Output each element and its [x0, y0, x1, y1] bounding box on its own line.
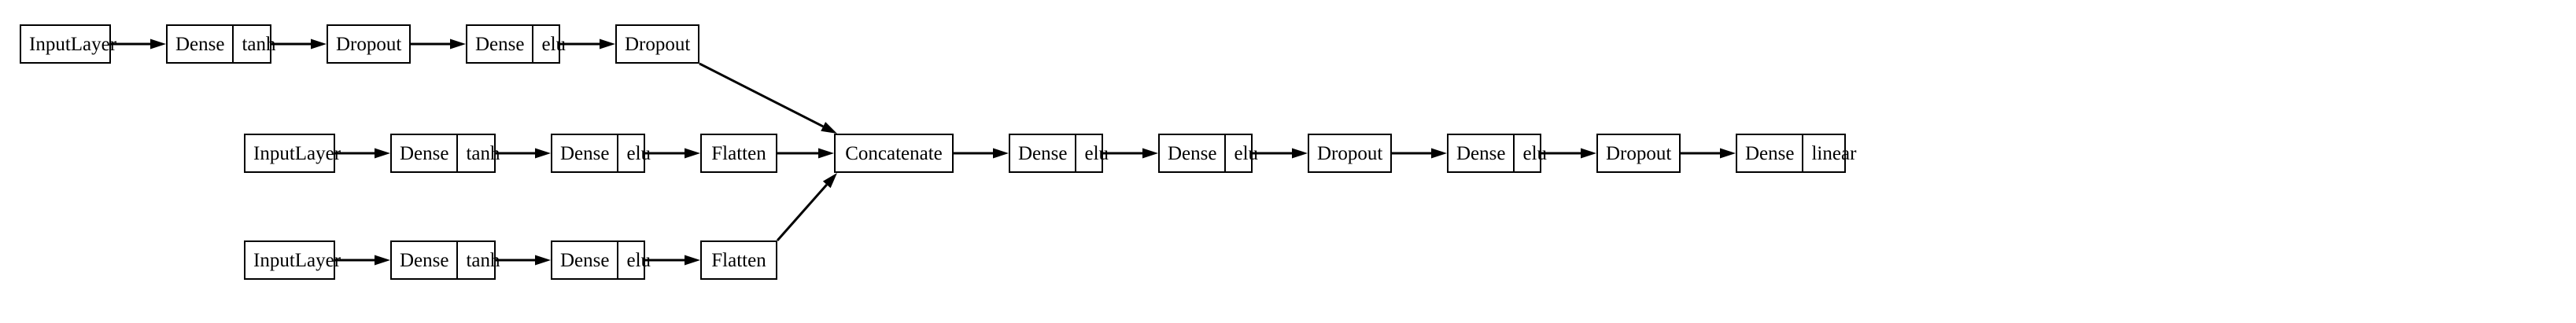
node-layer-name: Dense — [475, 33, 525, 55]
node-layer-name: Dense — [400, 142, 449, 164]
node-layer-name: Dropout — [336, 33, 402, 55]
edge-drop1-to-d2 — [411, 39, 466, 50]
node-layer-name: InputLayer — [29, 33, 117, 55]
node-layer-name: Dense — [400, 249, 449, 271]
node-fl2[interactable]: Flatten — [700, 240, 777, 280]
edge-drop2-to-concat — [699, 62, 837, 134]
edge-fl2-to-concat — [776, 173, 837, 241]
edge-arrowhead — [1292, 148, 1308, 159]
node-activation-name: elu — [532, 26, 574, 62]
node-layer-name: Dense — [1745, 142, 1795, 164]
node-layer-name: Flatten — [711, 142, 766, 164]
node-drop3[interactable]: Dropout — [1308, 134, 1392, 173]
edge-arrowhead — [450, 39, 466, 50]
node-drop2[interactable]: Dropout — [615, 24, 699, 64]
node-layer-name: Dropout — [1317, 142, 1383, 164]
edge-arrowhead — [535, 255, 551, 266]
node-drop1[interactable]: Dropout — [327, 24, 411, 64]
edge-arrowhead — [150, 39, 166, 50]
node-layer-name: Dense — [560, 249, 610, 271]
node-layer-name: Dense — [1456, 142, 1506, 164]
edge-line — [699, 62, 824, 128]
edge-arrowhead — [821, 122, 837, 134]
node-activation-name: elu — [1075, 135, 1116, 171]
node-layer-name: Dense — [1018, 142, 1068, 164]
node-activation-name: tanh — [232, 26, 283, 62]
node-activation-name: elu — [617, 242, 659, 278]
node-in2[interactable]: InputLayer — [244, 134, 341, 173]
edge-arrowhead — [535, 148, 551, 159]
node-in1[interactable]: InputLayer — [20, 24, 116, 64]
node-fl1[interactable]: Flatten — [700, 134, 777, 173]
node-activation-name: tanh — [456, 242, 507, 278]
edge-line — [776, 183, 828, 241]
node-activation-name: linear — [1802, 135, 1864, 171]
node-layer-name: Dense — [560, 142, 610, 164]
edge-arrowhead — [1720, 148, 1736, 159]
edge-arrowhead — [311, 39, 327, 50]
node-layer-name: InputLayer — [253, 249, 341, 271]
edge-arrowhead — [1581, 148, 1596, 159]
edge-arrowhead — [375, 148, 390, 159]
edge-arrowhead — [818, 148, 834, 159]
edge-arrowhead — [600, 39, 615, 50]
node-activation-name: elu — [1224, 135, 1266, 171]
edge-concat-to-d7 — [954, 148, 1009, 159]
node-layer-name: Flatten — [711, 249, 766, 271]
node-activation-name: elu — [1513, 135, 1555, 171]
edge-arrowhead — [822, 173, 837, 189]
node-layer-name: Concatenate — [845, 142, 943, 164]
edge-arrowhead — [1142, 148, 1158, 159]
node-layer-name: Dropout — [625, 33, 691, 55]
edge-drop3-to-d9 — [1392, 148, 1447, 159]
edge-drop4-to-d10 — [1681, 148, 1736, 159]
node-layer-name: InputLayer — [253, 142, 341, 164]
edge-arrowhead — [685, 255, 700, 266]
edge-arrowhead — [375, 255, 390, 266]
node-activation-name: tanh — [456, 135, 507, 171]
node-layer-name: Dense — [1168, 142, 1217, 164]
node-layer-name: Dense — [175, 33, 225, 55]
node-concat[interactable]: Concatenate — [834, 134, 954, 173]
edge-arrowhead — [1431, 148, 1447, 159]
node-drop4[interactable]: Dropout — [1596, 134, 1681, 173]
edge-arrowhead — [993, 148, 1009, 159]
edge-fl1-to-concat — [777, 148, 834, 159]
node-layer-name: Dropout — [1606, 142, 1672, 164]
edge-arrowhead — [685, 148, 700, 159]
node-in3[interactable]: InputLayer — [244, 240, 341, 280]
node-activation-name: elu — [617, 135, 659, 171]
